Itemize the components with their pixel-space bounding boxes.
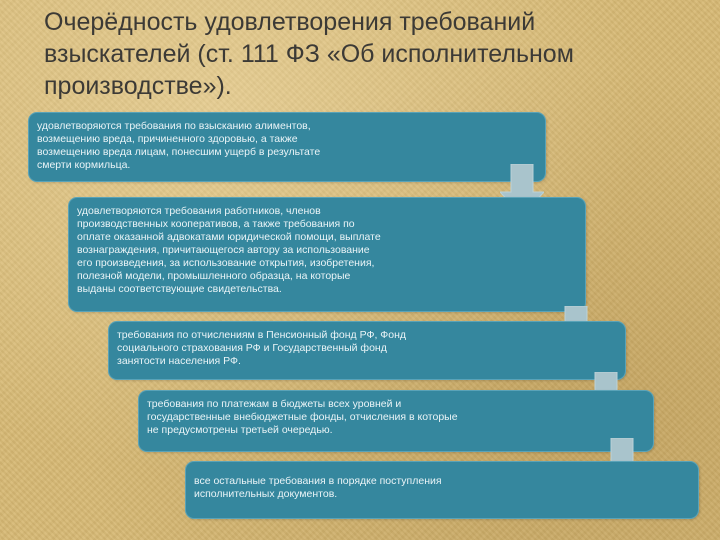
title-line-3: производстве»). [44,72,232,100]
step-3-line-1: требования по отчислениям в Пенсионный ф… [117,329,407,341]
step-1-line-2: возмещению вреда, причиненного здоровью,… [37,133,298,145]
step-1-line-1: удовлетворяются требования по взысканию … [37,120,311,132]
title-line-1: Очерёдность удовлетворения требований [44,8,536,36]
step-4-line-3: не предусмотрены третьей очередью. [147,424,333,436]
step-2-line-4: вознаграждения, причитающегося автору за… [77,244,370,256]
step-3-line-2: социального страхования РФ и Государстве… [117,342,387,354]
step-box-2: удовлетворяются требования работников, ч… [68,197,586,312]
step-2-line-6: полезной модели, промышленного образца, … [77,270,351,282]
step-2-line-3: оплате оказанной адвокатами юридической … [77,231,381,243]
title-line-2: взыскателей (ст. 111 ФЗ «Об исполнительн… [44,40,574,68]
step-1-line-3: возмещению вреда лицам, понесшим ущерб в… [37,146,321,158]
slide-title: Очерёдность удовлетворения требований вз… [44,6,704,102]
step-4-line-1: требования по платежам в бюджеты всех ур… [147,398,402,410]
step-5-line-1: все остальные требования в порядке посту… [194,475,442,487]
step-box-3: требования по отчислениям в Пенсионный ф… [108,321,626,380]
step-2-line-1: удовлетворяются требования работников, ч… [77,205,321,217]
step-2-line-2: производственных кооперативов, а также т… [77,218,355,230]
step-3-line-3: занятости населения РФ. [117,355,241,367]
step-5-line-2: исполнительных документов. [194,488,338,500]
step-2-line-5: его произведения, за использование откры… [77,257,375,269]
step-box-1: удовлетворяются требования по взысканию … [28,112,546,182]
step-box-4: требования по платежам в бюджеты всех ур… [138,390,654,452]
step-1-line-4: смерти кормильца. [37,159,131,171]
step-box-5: все остальные требования в порядке посту… [185,461,699,519]
step-4-line-2: государственные внебюджетные фонды, отчи… [147,411,458,423]
step-2-line-7: выданы соответствующие свидетельства. [77,283,282,295]
